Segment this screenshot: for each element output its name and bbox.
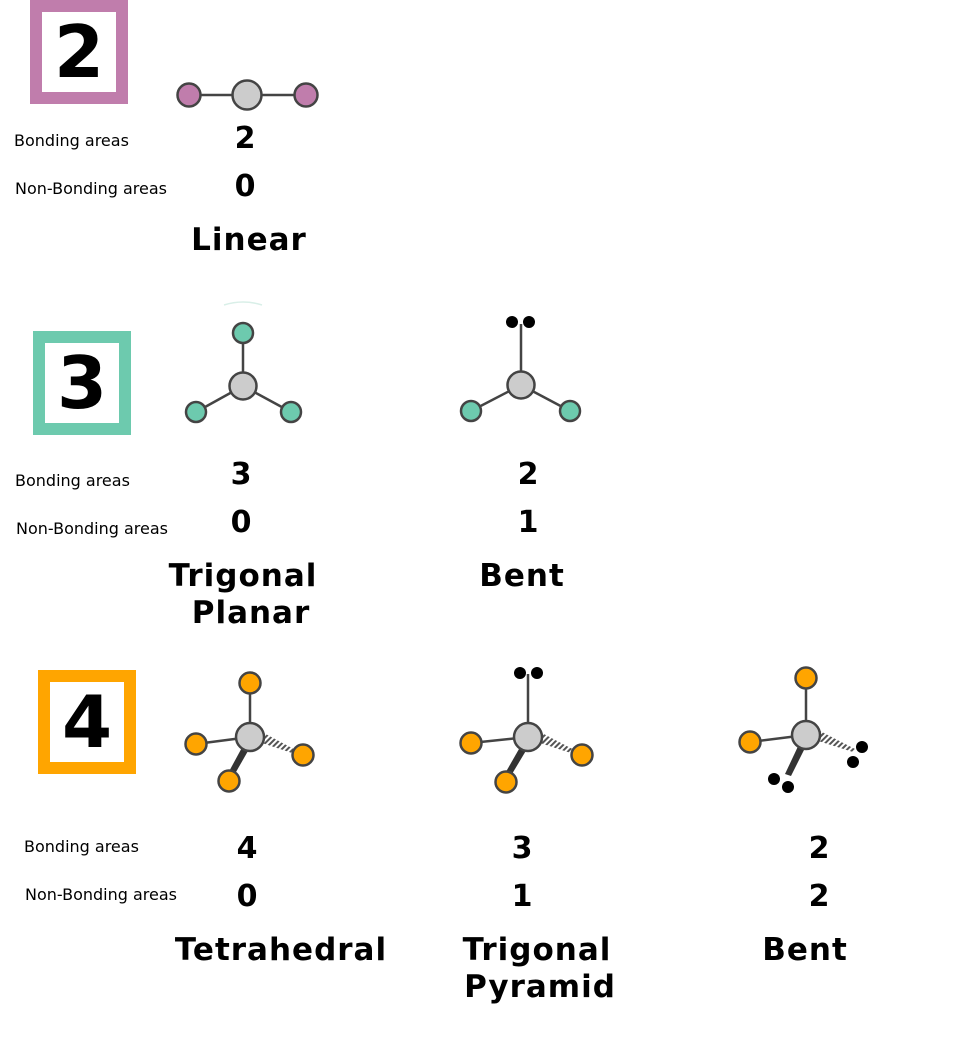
bent-4-molecule [738,666,868,793]
center-atom [506,370,536,400]
trigonal-pyramid-bonding-count: 3 [511,831,533,866]
lone-pair-dot [514,667,526,679]
tetrahedral-molecule [184,671,315,793]
outer-atom [794,666,818,690]
linear-non-bonding-count: 0 [234,169,256,204]
lone-pair-dot [782,781,794,793]
trigonal-planar-shape-name-line-2: Planar [191,595,311,631]
trigonal-planar-non-bonding-count: 0 [230,505,252,540]
group-4-number: 4 [61,680,113,764]
center-atom [512,721,544,753]
outer-atom [459,399,483,423]
outer-atom [176,82,202,108]
bent-3-shape-name: Bent [402,558,642,595]
hashed-bond [812,730,855,752]
outer-atom [238,671,262,695]
hashed-bond [534,732,582,756]
bonding-areas-label: Bonding areas [24,837,139,856]
trigonal-pyramid-molecule [459,667,594,794]
outer-atom [570,743,594,767]
bent-4-bonding-count: 2 [808,831,830,866]
group-3-number: 3 [56,341,108,425]
linear-molecule [176,79,319,111]
tetrahedral-shape-name: Tetrahedral [161,932,401,969]
trigonal-pyramid-non-bonding-count: 1 [511,879,533,914]
outer-atom [279,400,303,424]
faint-arc [223,301,263,306]
tetrahedral-bonding-count: 4 [236,831,258,866]
outer-atom [231,321,255,345]
outer-atom [184,732,208,756]
bent-3-bonding-count: 2 [517,457,539,492]
trigonal-planar-bonding-count: 3 [230,457,252,492]
outer-atom [217,769,241,793]
lone-pair-dot [847,756,859,768]
non-bonding-areas-label: Non-Bonding areas [16,519,169,538]
bent-3-non-bonding-count: 1 [517,505,539,540]
outer-atom [293,82,319,108]
outer-atom [291,743,315,767]
lone-pair-dot [768,773,780,785]
center-atom [228,371,258,401]
hashed-bond [256,732,303,756]
trigonal-pyramid-shape-name: Trigonal Pyramid [417,932,657,1006]
bent-4-shape-name-line-1: Bent [762,932,848,968]
lone-pair-dot [856,741,868,753]
outer-atom [184,400,208,424]
center-atom [234,721,266,753]
lone-pair-dot [506,316,518,328]
tetrahedral-shape-name-line-1: Tetrahedral [174,932,388,968]
outer-atom [459,731,483,755]
group-4-box: 4 [38,670,136,774]
group-3-box: 3 [33,331,131,435]
trigonal-planar-molecule [184,301,303,424]
linear-shape-name: Linear [129,222,369,259]
outer-atom [738,730,762,754]
center-atom [790,719,822,751]
outer-atom [494,770,518,794]
trigonal-pyramid-shape-name-line-2: Pyramid [464,969,616,1005]
linear-bonding-count: 2 [234,121,256,156]
trigonal-pyramid-shape-name-line-1: Trigonal [462,932,612,968]
group-2-box: 2 [30,0,128,104]
lone-pair-dot [531,667,543,679]
trigonal-planar-shape-name: Trigonal Planar [123,558,363,632]
bent-4-shape-name: Bent [685,932,925,969]
bent-4-non-bonding-count: 2 [808,879,830,914]
trigonal-planar-shape-name-line-1: Trigonal [168,558,318,594]
group-2-number: 2 [53,10,105,94]
bonding-areas-label: Bonding areas [15,471,130,490]
center-atom [231,79,263,111]
lone-pair-dot [523,316,535,328]
non-bonding-areas-label: Non-Bonding areas [25,885,178,904]
outer-atom [558,399,582,423]
bent-3-shape-name-line-1: Bent [479,558,565,594]
linear-shape-name-line-1: Linear [191,222,307,258]
bent-3-molecule [459,316,582,423]
bonding-areas-label: Bonding areas [14,131,129,150]
tetrahedral-non-bonding-count: 0 [236,879,258,914]
non-bonding-areas-label: Non-Bonding areas [15,179,168,198]
